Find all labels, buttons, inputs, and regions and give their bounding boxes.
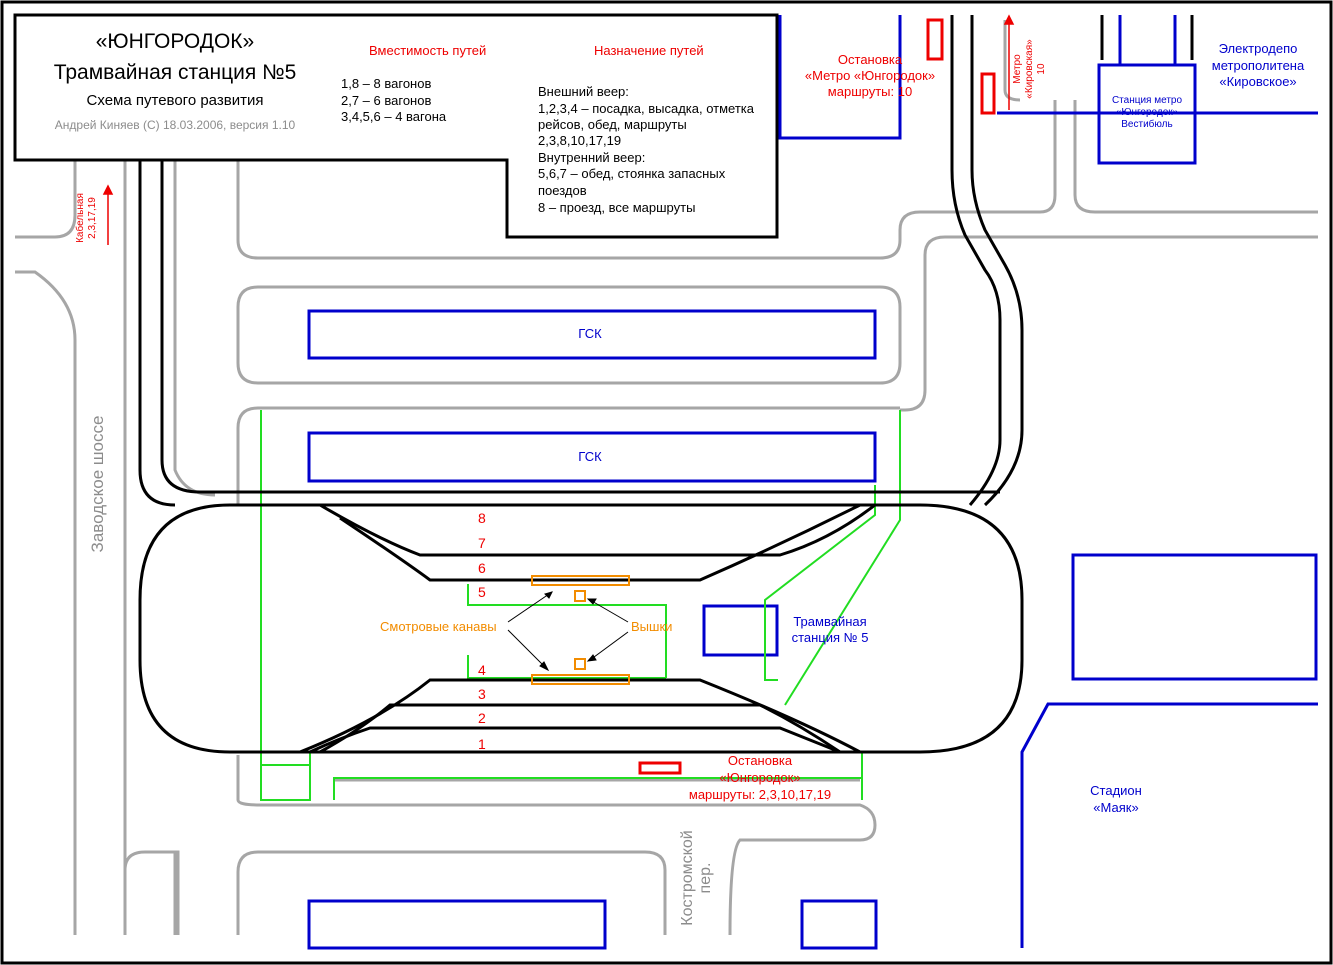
tower-lower [574,658,586,670]
track-number-8: 8 [478,510,486,526]
subtitle: Схема путевого развития [86,92,264,109]
gsk-top-building [307,309,877,360]
kostromskoy-line-2: пер. [697,862,714,894]
stadium-label-2: «Маяк» [1093,800,1139,815]
depot-lines [997,15,1318,115]
green-lines [260,410,901,801]
gsk-top-label: ГСК [578,326,602,341]
yungorodok-stop-line-2: «Юнгородок» [719,770,801,785]
metro-station-label-2: «Юнгородок» [1115,107,1179,118]
metro-stop-line-3: маршруты: 10 [827,84,913,99]
depot-label-2: метрополитена [1211,58,1305,73]
gsk-bottom-building [307,431,877,483]
track-number-6: 6 [478,560,486,576]
track-number-3: 3 [478,686,486,702]
yungorodok-stop-line-3: маршруты: 2,3,10,17,19 [688,787,832,802]
tracks [138,15,1024,754]
metro-kirovskaya-line-3: 10 [1036,63,1047,75]
metro-station-label-1: Станция метро [1111,95,1183,106]
tram-station-label-1: Трамвайная [793,614,867,629]
track-number-7: 7 [478,535,486,551]
purpose-line-5: Внутренний веер: [538,150,646,165]
track-number-2: 2 [478,710,486,726]
metro-stop-marker-1 [926,18,944,61]
stadium-outline [1020,702,1318,948]
pit-lower [531,674,630,685]
metro-station-label-3: Вестибюль [1121,119,1173,130]
purpose-line-8: 8 – проезд, все маршруты [538,200,696,215]
towers-label: Вышки [631,619,673,634]
purpose-line-4: 2,3,8,10,17,19 [538,133,622,148]
capacity-line-2: 2,7 – 6 вагонов [341,93,432,108]
yungorodok-stop-line-1: Остановка [727,753,793,768]
tram-station-building [702,604,779,657]
stadium-label-1: Стадион [1090,783,1142,798]
metro-area-outline [778,15,902,140]
metro-stop-line-1: Остановка [837,52,903,67]
metro-stop-marker-2 [980,72,996,115]
purpose-heading: Назначение путей [594,43,704,58]
yungorodok-stop-marker [638,761,682,775]
pits-label: Смотровые канавы [380,619,497,634]
purpose-line-1: Внешний веер: [538,84,629,99]
kostromskoy-line-1: Костромской [679,830,696,926]
metro-kirovskaya-label: Метро «Кировская» 10 [1012,29,1048,109]
capacity-line-3: 3,4,5,6 – 4 вагона [341,109,447,124]
tram-station-label-2: станция № 5 [791,630,869,645]
zavodskoe-street-label: Заводское шоссе [88,415,107,553]
pit-upper [531,575,630,586]
buildings [307,15,1318,950]
gsk-bottom-label: ГСК [578,449,602,464]
right-building [1071,553,1318,681]
pointer-arrows [507,591,629,672]
purpose-line-2: 1,2,3,4 – посадка, высадка, отметка [538,101,755,116]
direction-arrows [102,14,1015,245]
pits-towers [531,575,630,685]
kabelnaya-line-1: Кабельная [75,193,86,243]
purpose-line-6: 5,6,7 – обед, стоянка запасных [538,166,726,181]
metro-stop-line-2: «Метро «Юнгородок» [804,68,936,83]
bottom-building-left [307,899,607,950]
depot-label-3: «Кировское» [1219,74,1297,89]
title-station: Трамвайная станция №5 [53,61,297,84]
kabelnaya-line-2: 2,3,17,19 [87,197,98,239]
metro-kirovskaya-line-2: «Кировская» [1024,39,1035,99]
kabelnaya-label: Кабельная 2,3,17,19 [75,178,99,258]
header-box [13,13,779,239]
kostromskoy-street-label: Костромской пер. [679,818,715,938]
capacity-line-1: 1,8 – 8 вагонов [341,76,432,91]
author-line: Андрей Киняев (С) 18.03.2006, версия 1.1… [54,118,296,132]
purpose-line-7: поездов [538,183,587,198]
header-stubs [1100,15,1194,60]
bottom-building-right [800,899,878,950]
purpose-line-3: рейсов, обед, маршруты [538,117,687,132]
track-number-1: 1 [478,736,486,752]
capacity-heading: Вместимость путей [369,43,487,58]
track-number-4: 4 [478,662,486,678]
track-number-5: 5 [478,584,486,600]
tower-upper [574,590,586,602]
title-name: «ЮНГОРОДОК» [95,30,255,53]
depot-label-1: Электродепо [1218,41,1298,56]
metro-kirovskaya-line-1: Метро [1012,54,1023,84]
